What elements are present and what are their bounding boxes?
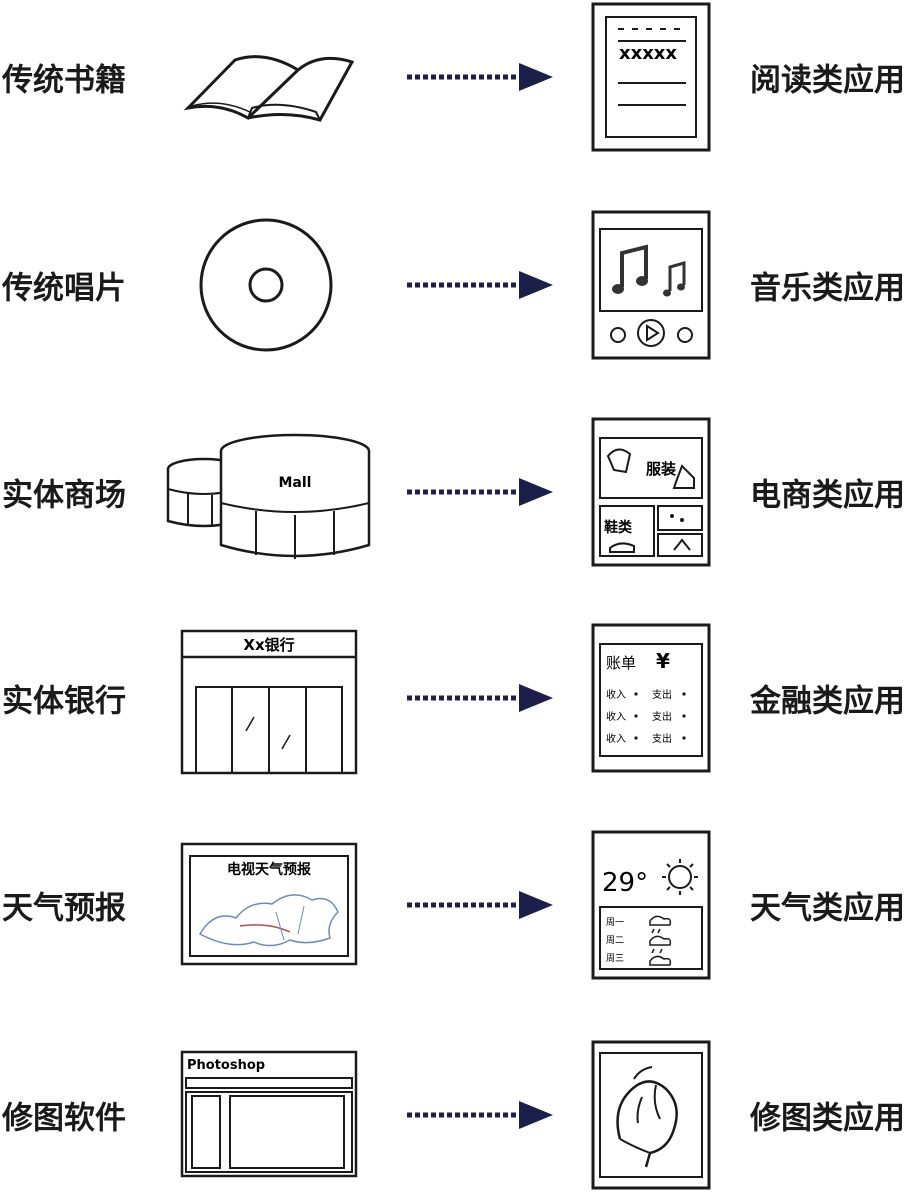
label-traditional-books: 传统书籍: [2, 62, 126, 99]
mall-sign: Mall: [279, 475, 312, 491]
label-physical-bank: 实体银行: [2, 683, 126, 720]
photoshop-window-icon: Photoshop: [180, 1050, 358, 1178]
reading-app-text: xxxxx: [619, 43, 677, 64]
sun-icon: [662, 859, 698, 895]
svg-text:支出: 支出: [652, 688, 672, 701]
finance-entry: 收入 支出: [606, 710, 672, 723]
label-traditional-records: 传统唱片: [2, 270, 126, 307]
arrow-right-icon: [407, 63, 553, 91]
tv-weather-title: 电视天气预报: [227, 861, 311, 878]
row-bank: 实体银行 Xx银行 账单 ¥ 收入 支出 收入 支出 收入 支出 金融类应用: [0, 613, 912, 783]
row-books: 传统书籍 xxxxx 阅读类应用: [0, 0, 912, 162]
mall-icon: Mall: [166, 433, 371, 559]
temperature-readout: 29°: [602, 868, 648, 898]
arrow-right-icon: [407, 271, 553, 299]
weather-day: 周三: [606, 953, 624, 964]
label-physical-mall: 实体商场: [2, 477, 126, 514]
label-music-app: 音乐类应用: [750, 270, 905, 307]
label-weather-app: 天气类应用: [750, 890, 905, 927]
label-reading-app: 阅读类应用: [750, 62, 905, 99]
ecommerce-app-icon: 服装 鞋类: [591, 417, 711, 567]
label-ecommerce-app: 电商类应用: [750, 477, 905, 514]
window-title: Photoshop: [187, 1058, 265, 1073]
arrow-right-icon: [407, 1101, 553, 1129]
weather-app-icon: 29° 周一 周二 周三: [591, 830, 711, 980]
svg-text:收入: 收入: [606, 710, 626, 723]
row-photo: 修图软件 Photoshop 修图类应用: [0, 1030, 912, 1200]
label-photo-app: 修图类应用: [750, 1100, 905, 1137]
row-mall: 实体商场 Mall 服装 鞋类 电商类应用: [0, 407, 912, 577]
finance-app-icon: 账单 ¥ 收入 支出 收入 支出 收入 支出: [591, 623, 711, 773]
label-photo-software: 修图软件: [2, 1100, 126, 1137]
arrow-right-icon: [407, 891, 553, 919]
clothing-label: 服装: [646, 460, 677, 478]
reading-app-icon: xxxxx: [591, 2, 711, 152]
svg-text:支出: 支出: [652, 732, 672, 745]
svg-text:收入: 收入: [606, 688, 626, 701]
finance-entry: 收入 支出: [606, 732, 672, 745]
book-icon: [183, 55, 355, 122]
photo-edit-app-icon: [591, 1040, 711, 1190]
finance-entry: 收入 支出: [606, 688, 672, 701]
svg-text:收入: 收入: [606, 732, 626, 745]
row-records: 传统唱片 音乐类应用: [0, 200, 912, 370]
music-app-icon: [591, 210, 711, 360]
weather-day: 周一: [606, 917, 624, 928]
row-weather: 天气预报 电视天气预报 29° 周一 周二 周三 天气类应用: [0, 820, 912, 990]
yen-icon: ¥: [656, 649, 670, 673]
bill-label: 账单: [606, 654, 636, 672]
disc-icon: [199, 218, 333, 352]
bank-icon: Xx银行: [180, 629, 358, 775]
shoes-label: 鞋类: [604, 519, 633, 536]
label-finance-app: 金融类应用: [750, 683, 905, 720]
weather-day: 周二: [606, 935, 624, 946]
label-weather-forecast: 天气预报: [2, 890, 126, 927]
svg-text:支出: 支出: [652, 710, 672, 723]
arrow-right-icon: [407, 684, 553, 712]
arrow-right-icon: [407, 478, 553, 506]
tv-weather-icon: 电视天气预报: [180, 842, 358, 966]
bank-sign: Xx银行: [243, 636, 294, 654]
